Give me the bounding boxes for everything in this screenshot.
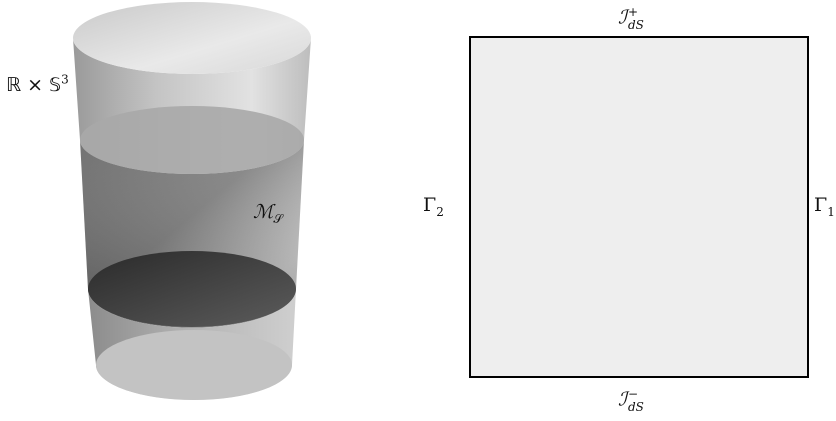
left-boundary-base: Γ <box>423 194 437 216</box>
cylinder-bottom-cap <box>96 330 292 400</box>
cylinder-top-cap <box>73 2 311 74</box>
past-infinity-superscript: − <box>627 387 638 401</box>
future-infinity-superscript: + <box>627 5 638 19</box>
spacetime-label: ℝ × 𝕊3 <box>6 72 69 96</box>
spacetime-label-base: ℝ × 𝕊 <box>6 74 62 96</box>
de-sitter-square <box>469 36 809 378</box>
region-upper-cap <box>80 106 304 174</box>
future-infinity-label: ℐ + dS <box>618 6 644 31</box>
future-infinity-base: ℐ <box>618 6 627 29</box>
region-lower-cap <box>88 251 296 327</box>
region-label-base: ℳ <box>253 201 274 223</box>
past-infinity-label: ℐ − dS <box>618 388 644 413</box>
left-boundary-subscript: 2 <box>436 204 444 219</box>
right-boundary-subscript: 1 <box>827 204 835 219</box>
region-label: ℳ𝒮 <box>253 201 283 225</box>
past-infinity-subscript: dS <box>627 399 644 414</box>
future-infinity-subscript: dS <box>627 17 644 32</box>
region-label-subscript: 𝒮 <box>273 211 283 226</box>
left-boundary-label: Γ2 <box>423 194 444 218</box>
past-infinity-base: ℐ <box>618 388 627 411</box>
spacetime-label-exponent: 3 <box>61 72 69 87</box>
right-boundary-base: Γ <box>814 194 828 216</box>
right-boundary-label: Γ1 <box>814 194 835 218</box>
